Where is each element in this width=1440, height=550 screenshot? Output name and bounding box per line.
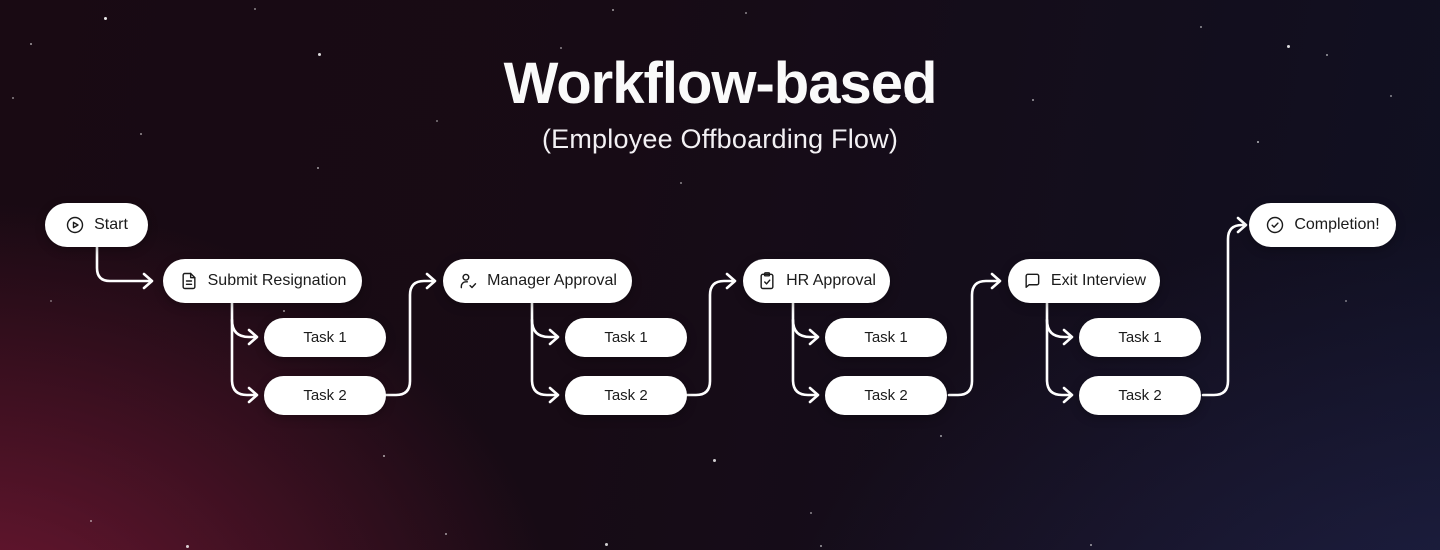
node-hr-task-2: Task 2 [825, 376, 947, 415]
node-label: Task 1 [303, 329, 347, 346]
connector-task2-to-completion [1201, 223, 1245, 397]
arrowhead [1062, 328, 1074, 346]
node-label: Task 2 [604, 387, 648, 404]
node-label: Start [94, 216, 128, 233]
node-hr-approval: HR Approval [743, 259, 890, 303]
arrowhead [1236, 216, 1248, 234]
arrowhead [247, 386, 259, 404]
connector-exit-to-task2 [1045, 300, 1072, 397]
node-hr-task-1: Task 1 [825, 318, 947, 357]
connector-hr-to-task1 [791, 318, 818, 339]
user-check-icon [458, 271, 478, 291]
node-completion: Completion! [1249, 203, 1396, 247]
connector-hr-to-task2 [791, 300, 818, 397]
node-label: Task 1 [604, 329, 648, 346]
arrowhead [142, 272, 154, 290]
node-label: Completion! [1294, 216, 1380, 233]
chat-bubble-icon [1022, 271, 1042, 291]
connector-task2-to-hr [683, 279, 735, 397]
node-start: Start [45, 203, 148, 247]
arrowhead [990, 272, 1002, 290]
node-label: HR Approval [786, 272, 876, 289]
connector-start-to-submit [95, 244, 153, 283]
arrowhead [425, 272, 437, 290]
node-manager-approval: Manager Approval [443, 259, 632, 303]
connector-task2-to-exit [947, 279, 1000, 397]
header: Workflow-based (Employee Offboarding Flo… [0, 52, 1440, 155]
page-title: Workflow-based [503, 51, 938, 116]
node-label: Task 2 [1118, 387, 1162, 404]
node-label: Submit Resignation [207, 272, 347, 289]
check-circle-icon [1265, 215, 1285, 235]
page-subtitle: (Employee Offboarding Flow) [541, 123, 899, 154]
node-exit-interview: Exit Interview [1008, 259, 1160, 303]
clipboard-check-icon [757, 271, 777, 291]
node-label: Task 2 [303, 387, 347, 404]
node-label: Task 1 [864, 329, 908, 346]
node-submit-resignation: Submit Resignation [163, 259, 362, 303]
connector-manager-to-task1 [530, 318, 558, 339]
node-exit-task-1: Task 1 [1079, 318, 1201, 357]
node-submit-task-2: Task 2 [264, 376, 386, 415]
connector-manager-to-task2 [530, 300, 558, 397]
node-submit-task-1: Task 1 [264, 318, 386, 357]
arrowhead [1062, 386, 1074, 404]
node-label: Exit Interview [1050, 272, 1147, 289]
node-label: Task 1 [1118, 329, 1162, 346]
node-label: Task 2 [864, 387, 908, 404]
arrowhead [725, 272, 737, 290]
node-label: Manager Approval [487, 272, 617, 289]
node-exit-task-2: Task 2 [1079, 376, 1201, 415]
play-circle-icon [65, 215, 85, 235]
arrowhead [808, 328, 820, 346]
connector-submit-to-task2 [230, 300, 257, 397]
node-manager-task-1: Task 1 [565, 318, 687, 357]
connector-exit-to-task1 [1045, 318, 1072, 339]
connector-task2-to-manager [383, 279, 435, 397]
node-manager-task-2: Task 2 [565, 376, 687, 415]
arrowhead [247, 328, 259, 346]
connector-submit-to-task1 [230, 318, 257, 339]
arrowhead [548, 328, 560, 346]
arrowhead [548, 386, 560, 404]
arrowhead [808, 386, 820, 404]
file-text-icon [179, 271, 199, 291]
